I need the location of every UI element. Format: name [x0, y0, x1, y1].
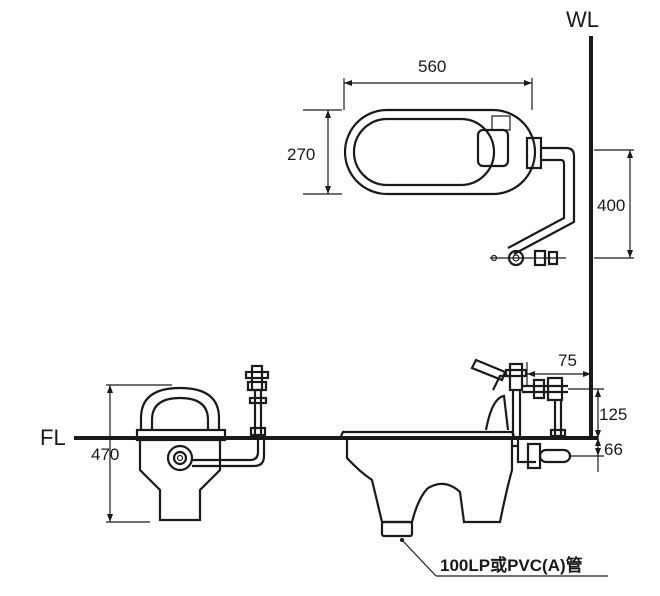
valve-left	[244, 364, 270, 438]
valve-assembly-top	[490, 249, 566, 267]
end-view-pan	[135, 386, 266, 522]
wall-line-label: WL	[566, 7, 599, 32]
flush-pipe-top	[507, 146, 576, 255]
dim-470-label: 470	[91, 445, 119, 464]
dim-400	[594, 149, 634, 259]
floor-line-label: FL	[40, 425, 66, 450]
dim-400-label: 400	[597, 196, 625, 215]
top-view-pan	[343, 108, 543, 196]
dim-560	[343, 78, 533, 110]
dim-270	[303, 109, 342, 195]
dim-75	[526, 362, 592, 386]
dim-125-label: 125	[599, 405, 627, 424]
dim-66-label: 66	[604, 440, 623, 459]
dim-560-label: 560	[418, 57, 446, 76]
dim-66	[570, 438, 604, 472]
dim-270-label: 270	[287, 145, 315, 164]
pipe-note-leader	[400, 538, 608, 577]
pipe-note: 100LP或PVC(A)管	[440, 555, 583, 575]
side-view-pan	[340, 358, 568, 538]
dim-125	[568, 388, 604, 438]
dim-470	[106, 384, 172, 523]
dim-75-label: 75	[558, 351, 577, 370]
side-outlet	[512, 440, 572, 470]
